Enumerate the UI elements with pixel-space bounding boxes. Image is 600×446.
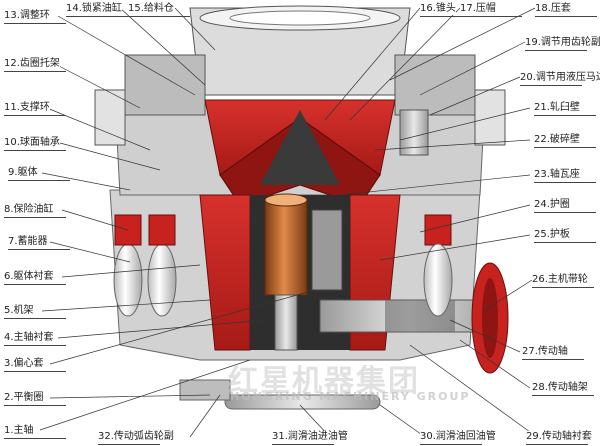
label-6: 6.躯体衬套 [4, 271, 54, 283]
label-underline-13 [4, 23, 66, 24]
label-underline-25 [534, 242, 596, 243]
label-underline-15 [128, 16, 190, 17]
label-underline-28 [532, 395, 594, 396]
label-7: 7.蓄能器 [8, 236, 48, 248]
label-27: 27.传动轴 [522, 346, 568, 358]
label-underline-20 [520, 85, 582, 86]
label-8: 8.保险油缸 [4, 204, 54, 216]
label-underline-32 [98, 444, 160, 445]
label-underline-23 [534, 182, 596, 183]
label-3: 3.偏心套 [4, 358, 44, 370]
adjustment-ring-left [124, 54, 206, 116]
label-underline-14 [66, 16, 128, 17]
label-18: 18.压套 [535, 3, 571, 15]
label-28: 28.传动轴架 [532, 382, 588, 394]
label-29: 29.传动轴衬套 [526, 431, 592, 443]
label-14: 14.锁紧油缸 [66, 3, 122, 15]
label-underline-18 [535, 16, 597, 17]
watermark-english: HONGXING MACHINERY GROUP [230, 390, 471, 403]
label-12: 12.齿圈托架 [4, 58, 60, 70]
leader-lines [39, 7, 536, 438]
label-30: 30.润滑油回油管 [420, 431, 496, 443]
label-underline-2 [4, 405, 66, 406]
label-underline-29 [526, 444, 588, 445]
label-underline-10 [4, 150, 66, 151]
oil-inlet-pipe [224, 394, 381, 410]
label-underline-4 [4, 345, 66, 346]
label-32: 32.传动弧齿轮副 [98, 431, 174, 443]
label-4: 4.主轴衬套 [4, 332, 54, 344]
label-25: 25.护板 [534, 229, 570, 241]
label-underline-1 [4, 438, 66, 439]
label-underline-12 [4, 71, 66, 72]
label-1: 1.主轴 [4, 425, 34, 437]
label-10: 10.球面轴承 [4, 137, 60, 149]
accumulator-2 [147, 243, 177, 317]
label-underline-9 [8, 180, 70, 181]
label-underline-17 [460, 16, 522, 17]
label-underline-6 [4, 284, 66, 285]
label-underline-31 [272, 444, 334, 445]
label-underline-22 [534, 147, 596, 148]
label-19: 19.调节用齿轮副 [525, 37, 600, 49]
label-22: 22.破碎壁 [534, 134, 580, 146]
label-20: 20.调节用液压马达 [520, 72, 600, 84]
main-shaft [264, 199, 308, 296]
adjustment-ring-right [394, 54, 476, 116]
label-26: 26.主机带轮 [532, 274, 588, 286]
label-31: 31.润滑油进油管 [272, 431, 348, 443]
label-21: 21.轧臼壁 [534, 102, 580, 114]
label-13: 13.调整环 [4, 10, 50, 22]
label-underline-19 [525, 50, 587, 51]
label-underline-26 [532, 287, 594, 288]
label-11: 11.支撑环 [4, 102, 50, 114]
label-15: 15.给料仓 [128, 3, 174, 15]
label-underline-24 [534, 212, 596, 213]
label-underline-3 [4, 371, 66, 372]
cone-head [260, 110, 340, 185]
label-underline-16 [420, 16, 482, 17]
label-2: 2.平衡圈 [4, 392, 44, 404]
watermark-chinese: 红星机器集团 [228, 364, 420, 399]
label-underline-21 [534, 115, 596, 116]
label-underline-27 [522, 359, 584, 360]
label-underline-30 [420, 444, 482, 445]
label-5: 5.机架 [4, 305, 34, 317]
eccentric-bushing [311, 209, 343, 291]
label-16: 16.锥头 [420, 3, 456, 15]
label-23: 23.轴瓦座 [534, 169, 580, 181]
label-underline-7 [8, 249, 70, 250]
label-underline-11 [4, 115, 66, 116]
label-underline-5 [4, 318, 66, 319]
label-24: 24.护圈 [534, 199, 570, 211]
label-underline-8 [4, 217, 66, 218]
label-17: 17.压帽 [460, 3, 496, 15]
label-9: 9.躯体 [8, 167, 38, 179]
